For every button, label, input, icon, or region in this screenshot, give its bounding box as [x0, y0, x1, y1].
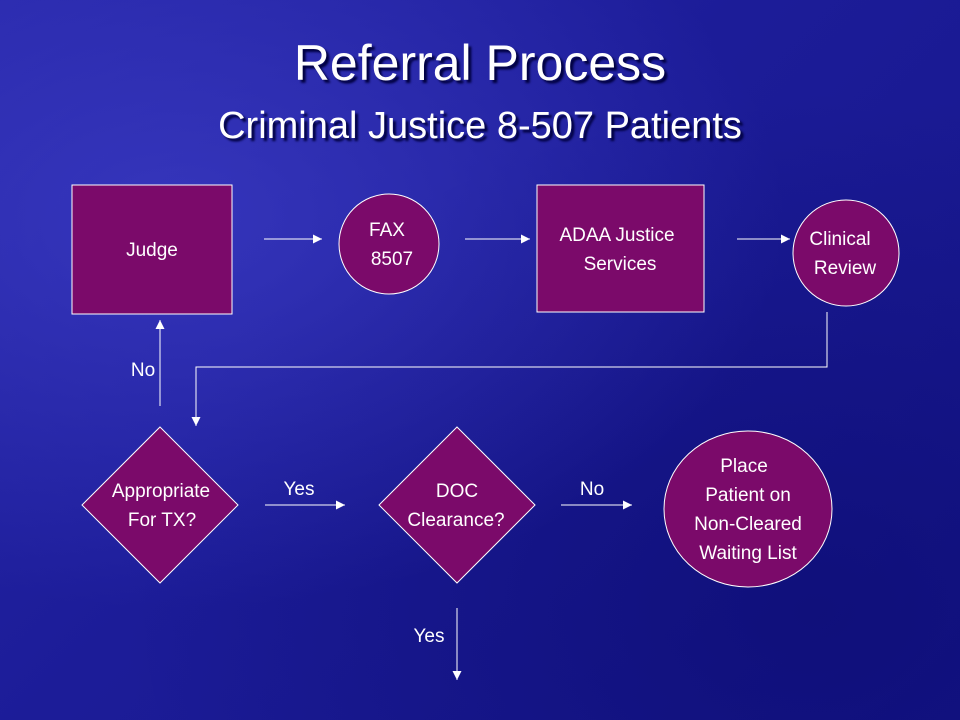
doc-label-line2: Clearance? [407, 510, 504, 531]
waiting-list-ellipse [663, 430, 833, 588]
edge-label-appropriate-yes: Yes [284, 479, 315, 500]
edge-label-doc-yes: Yes [414, 626, 445, 647]
arrow-clinical-to-appropriate [191, 312, 828, 426]
adaa-label-line2: Services [584, 254, 657, 275]
doc-diamond [378, 426, 536, 584]
adaa-box [536, 184, 705, 313]
adaa-label-line1: ADAA Justice [559, 225, 674, 246]
clinical-review-circle [792, 199, 900, 307]
doc-label-line1: DOC [436, 481, 478, 502]
slide-title: Referral Process [293, 35, 667, 91]
waiting-list-label-line4: Waiting List [699, 543, 797, 564]
fax-label-line2: 8507 [371, 249, 413, 270]
appropriate-diamond [81, 426, 239, 584]
judge-node: Judge [71, 184, 233, 315]
slide-subtitle: Criminal Justice 8-507 Patients [218, 105, 742, 147]
fax-node: FAX 8507 [338, 193, 440, 295]
adaa-justice-services-node: ADAA Justice Services [536, 184, 705, 313]
waiting-list-node: Place Patient on Non-Cleared Waiting Lis… [663, 430, 833, 588]
clinical-review-label-line2: Review [814, 258, 877, 279]
appropriate-for-tx-node: Appropriate For TX? [81, 426, 239, 584]
waiting-list-label-line1: Place [720, 456, 768, 477]
fax-circle [338, 193, 440, 295]
judge-label: Judge [126, 240, 178, 261]
judge-box [71, 184, 233, 315]
waiting-list-label-line2: Patient on [705, 485, 791, 506]
edge-label-doc-no: No [580, 479, 604, 500]
appropriate-label-line2: For TX? [128, 510, 196, 531]
fax-label-line1: FAX [369, 220, 405, 241]
waiting-list-label-line3: Non-Cleared [694, 514, 802, 535]
doc-clearance-node: DOC Clearance? [378, 426, 536, 584]
appropriate-label-line1: Appropriate [112, 481, 210, 502]
clinical-review-node: Clinical Review [792, 199, 900, 307]
clinical-review-label-line1: Clinical [809, 229, 870, 250]
edge-label-appropriate-no: No [131, 360, 155, 381]
